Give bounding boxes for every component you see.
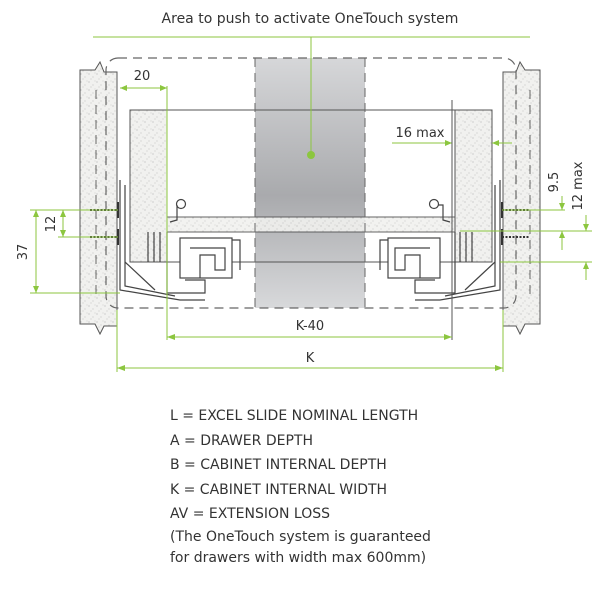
dim-12-label: 12	[44, 216, 59, 233]
dim-12max-label: 12 max	[571, 161, 586, 210]
right-cabinet-wall	[502, 60, 541, 336]
legend-item-k: K = CABINET INTERNAL WIDTH	[170, 481, 388, 498]
legend-note-line-1: (The OneTouch system is guaranteed	[170, 528, 431, 545]
dimension-lines	[30, 85, 592, 372]
legend-note-line-2: for drawers with width max 600mm)	[170, 549, 427, 566]
legend-item-a: A = DRAWER DEPTH	[170, 432, 313, 449]
dim-20-label: 20	[134, 69, 151, 84]
drawer-dashed-outline	[105, 57, 517, 309]
push-area-column	[255, 58, 365, 308]
legend-item-l: L = EXCEL SLIDE NOMINAL LENGTH	[170, 408, 419, 424]
dim-k-label: K	[306, 351, 315, 366]
dim-k40-label: K-40	[296, 319, 324, 334]
dim-37-label: 37	[16, 244, 31, 261]
left-slide-rail	[119, 180, 241, 301]
dim-9-5-label: 9.5	[547, 172, 562, 193]
diagram-title: Area to push to activate OneTouch system	[162, 11, 459, 27]
legend-item-av: AV = EXTENSION LOSS	[170, 506, 331, 522]
legend-item-b: B = CABINET INTERNAL DEPTH	[170, 457, 387, 473]
push-area-dot	[307, 151, 315, 159]
legend: L = EXCEL SLIDE NOMINAL LENGTH A = DRAWE…	[170, 404, 431, 569]
right-slide-rail	[379, 180, 501, 301]
dim-16max-label: 16 max	[396, 126, 445, 141]
